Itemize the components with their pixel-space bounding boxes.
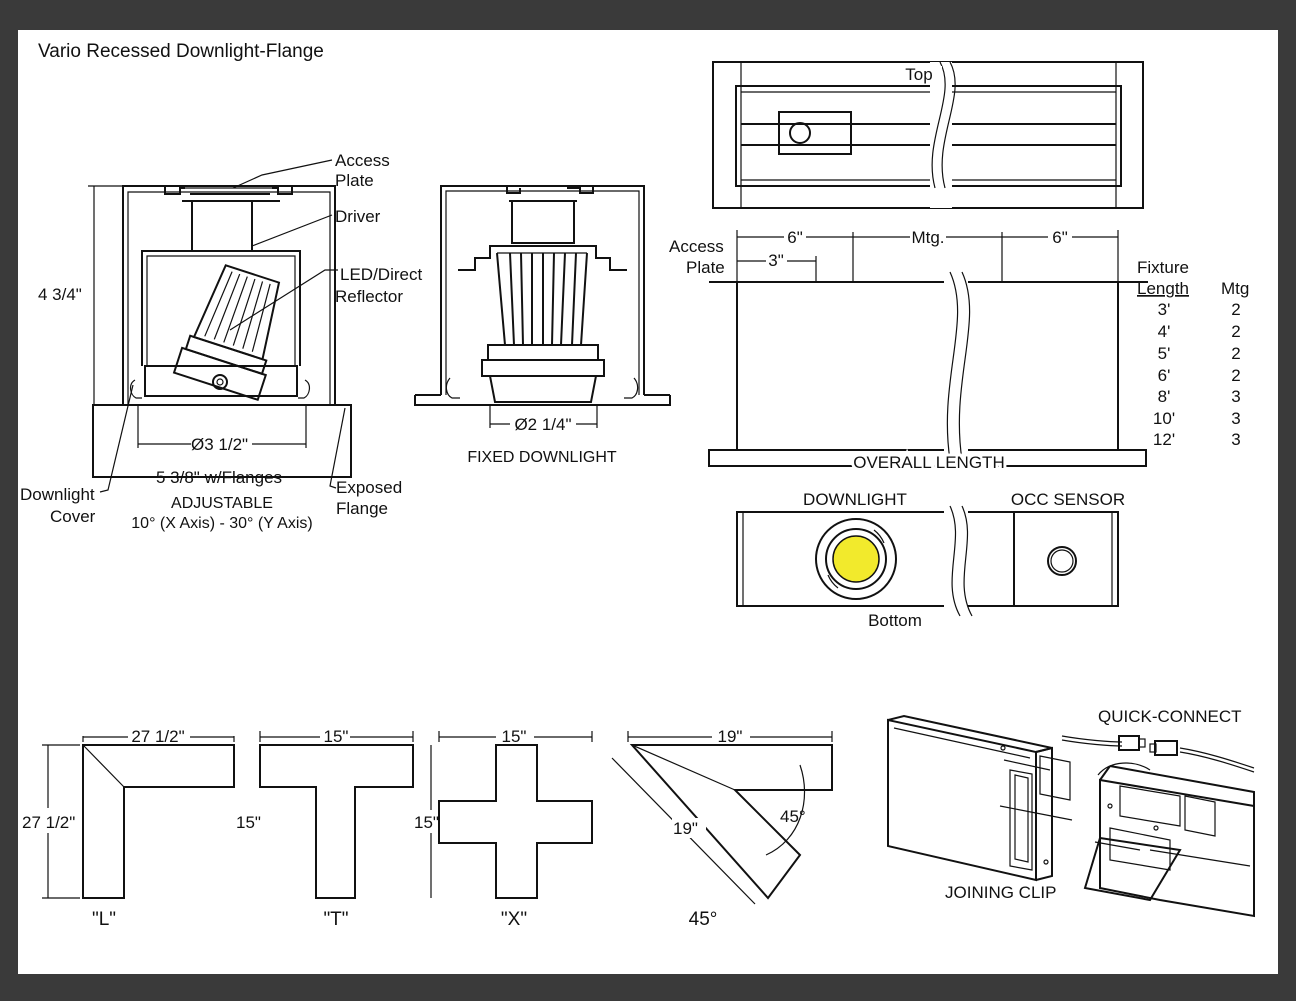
adjustable-housing xyxy=(122,185,336,405)
access-plate-label-2: Plate xyxy=(335,171,374,190)
table-mtg: 2 xyxy=(1231,300,1240,319)
downlight-lamp xyxy=(832,535,880,583)
top-view: Top xyxy=(712,61,1144,209)
dim-mtg: Mtg. xyxy=(911,228,944,247)
height-dimension: 4 3/4" xyxy=(38,285,82,304)
table-mtg: 3 xyxy=(1231,387,1240,406)
flange-label-2: Flange xyxy=(336,499,388,518)
aperture-dimension: Ø3 1/2" xyxy=(191,435,248,454)
occ-sensor-icon xyxy=(1047,546,1077,576)
x-connector: 15" 15" "X" xyxy=(414,727,593,930)
occ-sensor-label: OCC SENSOR xyxy=(1011,490,1125,509)
heat-sink xyxy=(496,252,588,346)
dim-3: 3" xyxy=(768,251,784,270)
table-length: 4' xyxy=(1158,322,1171,341)
adjustable-caption: ADJUSTABLE xyxy=(171,495,273,512)
driver-label: Driver xyxy=(335,207,381,226)
mounting-table: Fixture Length Mtg 3' 2 4' 2 5' 2 6' 2 8… xyxy=(1137,258,1249,449)
table-length: 6' xyxy=(1158,366,1171,385)
table-header-length-2: Length xyxy=(1137,279,1189,298)
fixed-caption: FIXED DOWNLIGHT xyxy=(467,449,617,466)
l-caption: "L" xyxy=(92,909,116,930)
table-mtg: 3 xyxy=(1231,430,1240,449)
table-length: 12' xyxy=(1153,430,1175,449)
access-plate-label-1: Access xyxy=(335,151,390,170)
adjustable-section: 4 3/4" Ø3 1/2" 5 3/8" w/Flanges Access P… xyxy=(20,151,422,532)
table-mtg: 2 xyxy=(1231,366,1240,385)
led-label-2: Reflector xyxy=(335,287,403,306)
side-view: 6" Mtg. 6" 3" Access Plate OVERALL LENGT… xyxy=(669,228,1148,475)
dim-6-left: 6" xyxy=(787,228,803,247)
top-view-label: Top xyxy=(905,65,932,84)
x-side-dimension: 15" xyxy=(414,813,439,832)
table-header-mtg: Mtg xyxy=(1221,279,1249,298)
overall-length-label: OVERALL LENGTH xyxy=(853,453,1004,472)
t-side-dimension: 15" xyxy=(236,813,261,832)
table-length: 8' xyxy=(1158,387,1171,406)
d45-angle: 45° xyxy=(780,807,806,826)
d45-top-dimension: 19" xyxy=(718,727,743,746)
quick-connect-label: QUICK-CONNECT xyxy=(1098,707,1242,726)
adjustable-caption-sub: 10° (X Axis) - 30° (Y Axis) xyxy=(131,515,312,532)
d45-caption: 45° xyxy=(689,909,718,930)
side-access-label-2: Plate xyxy=(686,258,725,277)
fixed-downlight-section: Ø2 1/4" FIXED DOWNLIGHT xyxy=(414,185,671,466)
spec-drawing: Vario Recessed Downlight-Flange xyxy=(20,41,1255,930)
joining-clip-label: JOINING CLIP xyxy=(945,883,1056,902)
width-dimension: 5 3/8" w/Flanges xyxy=(156,468,282,487)
quick-connect-socket xyxy=(1154,740,1178,756)
table-length: 10' xyxy=(1153,409,1175,428)
bottom-view-label: Bottom xyxy=(868,611,922,630)
table-length: 5' xyxy=(1158,344,1171,363)
t-caption: "T" xyxy=(323,909,348,930)
exposed-flange xyxy=(92,404,352,478)
x-top-dimension: 15" xyxy=(502,727,527,746)
flange-label-1: Exposed xyxy=(336,478,402,497)
d45-side-dimension: 19" xyxy=(673,819,698,838)
joining-clip-view: QUICK-CONNECT JOINING CLIP xyxy=(887,707,1255,918)
table-header-length-1: Fixture xyxy=(1137,258,1189,277)
l-connector: 27 1/2" 27 1/2" "L" xyxy=(22,727,235,930)
driver-box xyxy=(191,200,253,252)
cover-label-1: Downlight xyxy=(20,485,95,504)
fixed-aperture-dimension: Ø2 1/4" xyxy=(514,415,571,434)
drawing-title: Vario Recessed Downlight-Flange xyxy=(38,41,324,62)
table-mtg: 3 xyxy=(1231,409,1240,428)
table-length: 3' xyxy=(1158,300,1171,319)
led-label-1: LED/Direct xyxy=(340,265,422,284)
dim-6-right: 6" xyxy=(1052,228,1068,247)
quick-connect-plug xyxy=(1118,735,1140,751)
drawing-sheet: Vario Recessed Downlight-Flange xyxy=(18,30,1278,974)
x-caption: "X" xyxy=(501,909,527,930)
table-mtg: 2 xyxy=(1231,322,1240,341)
t-top-dimension: 15" xyxy=(324,727,349,746)
l-top-dimension: 27 1/2" xyxy=(131,727,184,746)
angle-45-connector: 19" 19" 45° 45° xyxy=(611,727,833,930)
t-connector: 15" 15" "T" xyxy=(236,727,414,930)
led-reflector xyxy=(172,264,281,402)
side-access-label-1: Access xyxy=(669,237,724,256)
bottom-view: DOWNLIGHT OCC SENSOR Bottom xyxy=(736,490,1125,630)
cover-label-2: Cover xyxy=(50,507,96,526)
downlight-label: DOWNLIGHT xyxy=(803,490,907,509)
l-side-dimension: 27 1/2" xyxy=(22,813,75,832)
table-mtg: 2 xyxy=(1231,344,1240,363)
